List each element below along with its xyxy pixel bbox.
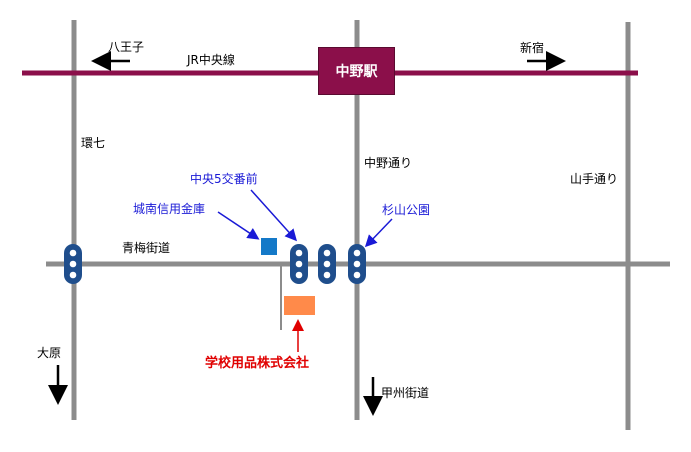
label-yamate-dori: 山手通り bbox=[570, 172, 619, 186]
label-ohara: 大原 bbox=[37, 346, 62, 360]
label-chuo-5-koban: 中央5交番前 bbox=[190, 172, 258, 186]
arrow-to-suginami-signal bbox=[364, 218, 393, 248]
bank-marker bbox=[261, 238, 277, 255]
label-company: 学校用品株式会社 bbox=[205, 356, 310, 371]
label-nakano-dori: 中野通り bbox=[364, 156, 413, 170]
label-shinjuku: 新宿 bbox=[520, 41, 545, 55]
arrow-to-bank bbox=[217, 211, 260, 240]
signal-suginami-park bbox=[348, 244, 366, 284]
label-suginami-park: 杉山公園 bbox=[382, 203, 431, 217]
arrow-to-chuo-5-signal bbox=[250, 189, 298, 242]
label-jonan-shinkin: 城南信用金庫 bbox=[133, 202, 206, 216]
label-ome-kaido: 青梅街道 bbox=[122, 241, 171, 255]
label-koshu-kaido: 甲州街道 bbox=[381, 386, 430, 400]
label-hachioji: 八王子 bbox=[108, 40, 145, 54]
signal-middle bbox=[318, 244, 336, 284]
signal-kannana bbox=[64, 244, 82, 284]
nakano-station: 中野駅 bbox=[318, 47, 395, 95]
company-marker bbox=[284, 296, 315, 315]
label-kannana: 環七 bbox=[81, 136, 106, 150]
label-jr-chuo-line: JR中央線 bbox=[187, 53, 235, 67]
signal-chuo-5-koban bbox=[290, 244, 308, 284]
